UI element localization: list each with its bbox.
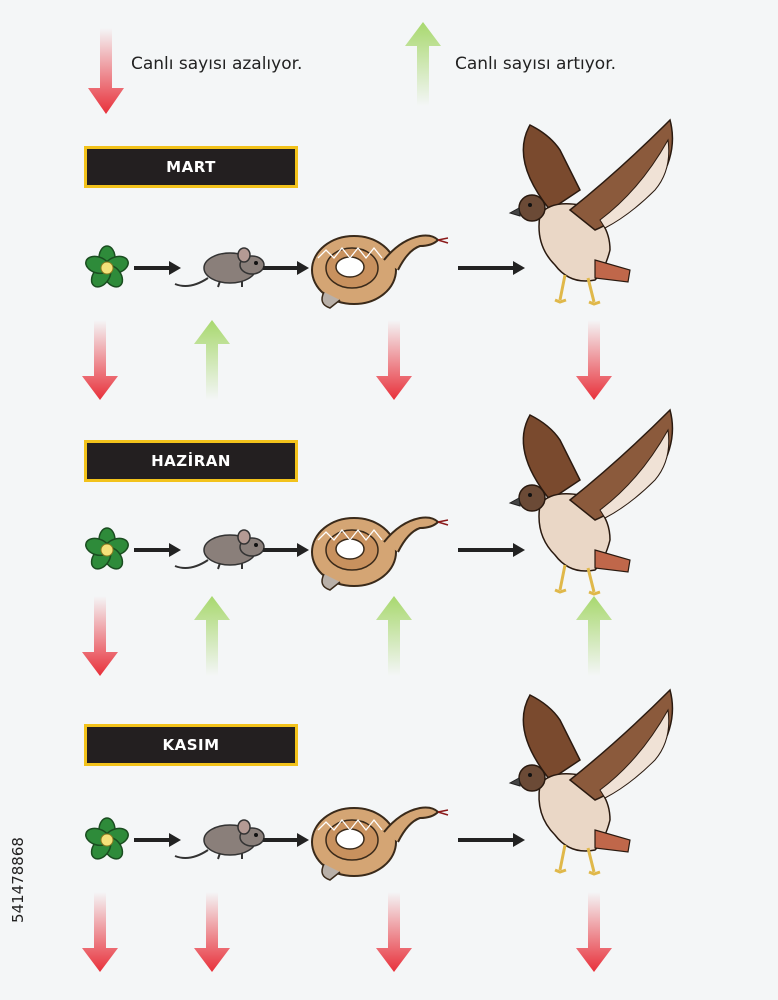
legend: Canlı sayısı azalıyor. Canlı sayısı artı… xyxy=(0,0,778,114)
trend-arrow-up xyxy=(376,596,412,676)
trend-arrow-down xyxy=(82,596,118,676)
stock-id-text: 541478868 xyxy=(9,837,27,923)
trend-arrow-up xyxy=(194,320,230,400)
mouse-icon xyxy=(174,247,265,288)
legend-increase-arrow xyxy=(405,22,441,106)
plant-icon xyxy=(85,245,129,288)
mouse-icon xyxy=(174,819,265,860)
chain-arrow xyxy=(134,833,181,847)
chain-arrow xyxy=(263,833,309,847)
trend-arrow-down xyxy=(82,320,118,400)
chain-arrow xyxy=(263,261,309,275)
hawk-icon xyxy=(508,408,674,596)
legend-decrease-text: Canlı sayısı azalıyor. xyxy=(131,54,303,74)
snake-icon xyxy=(311,806,449,881)
trend-arrow-up xyxy=(576,596,612,676)
chain-arrow xyxy=(458,833,525,847)
month-label: MART xyxy=(166,158,216,176)
trend-arrow-up xyxy=(194,596,230,676)
chain-arrow xyxy=(458,261,525,275)
chain-arrow xyxy=(263,543,309,557)
month-label-box-3: KASIM xyxy=(84,724,298,766)
mouse-icon xyxy=(174,529,265,570)
chain-arrow xyxy=(458,543,525,557)
month-label-box-1: MART xyxy=(84,146,298,188)
trend-arrow-down xyxy=(194,892,230,972)
plant-icon xyxy=(85,527,129,570)
chain-arrow xyxy=(134,543,181,557)
month-label: HAZİRAN xyxy=(151,452,231,470)
legend-increase-text: Canlı sayısı artıyor. xyxy=(455,54,617,74)
stock-id: 541478868 xyxy=(6,765,30,995)
chain-arrow xyxy=(134,261,181,275)
month-label-box-2: HAZİRAN xyxy=(84,440,298,482)
hawk-icon xyxy=(508,118,674,306)
legend-decrease-arrow xyxy=(88,28,124,114)
snake-icon xyxy=(311,516,449,591)
month-label: KASIM xyxy=(162,736,220,754)
trend-arrow-down xyxy=(576,892,612,972)
snake-icon xyxy=(311,234,449,309)
trend-arrow-down xyxy=(82,892,118,972)
trend-arrow-down xyxy=(376,320,412,400)
trend-arrow-down xyxy=(376,892,412,972)
plant-icon xyxy=(85,817,129,860)
hawk-icon xyxy=(508,688,674,876)
trend-arrow-down xyxy=(576,320,612,400)
